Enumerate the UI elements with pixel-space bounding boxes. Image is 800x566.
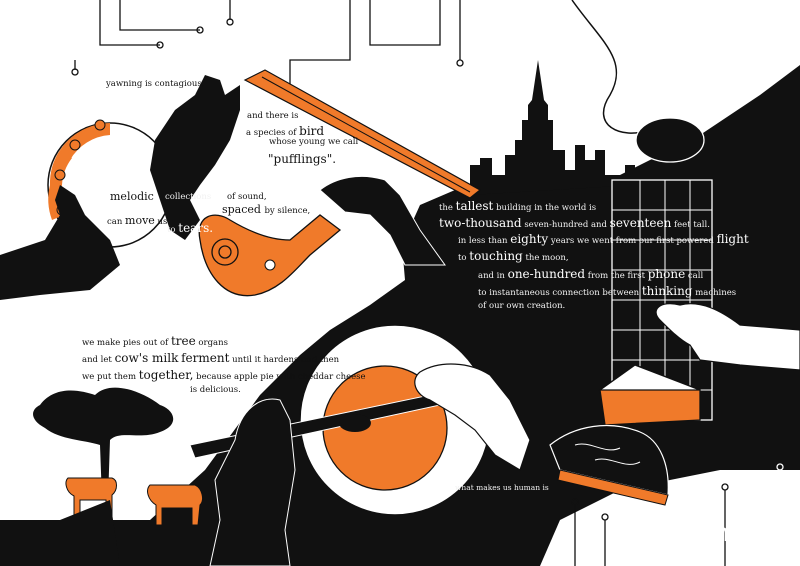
text-together: together,	[138, 368, 194, 382]
text-call: call	[687, 271, 704, 281]
text-moon-line: to touching the moon,	[458, 250, 569, 263]
text-tallest: tallest	[455, 199, 494, 213]
apple-pie-slice	[549, 425, 669, 506]
text-can-move-us: can move us	[107, 215, 167, 227]
text-bird-2: a species of bird	[246, 125, 324, 138]
text-own-creation: of our own creation.	[478, 301, 566, 311]
lower-arm	[0, 500, 120, 566]
text-delicious: is delicious.	[190, 385, 241, 395]
bow-hand	[319, 175, 446, 266]
text-seven-hundred: seven-hundred and	[524, 220, 607, 230]
text-ferment: ferment	[181, 351, 230, 365]
text-in-less: in less than	[458, 236, 508, 246]
text-the: the	[439, 203, 453, 213]
text-us: us	[157, 217, 168, 227]
text-spaced: spaced	[222, 203, 261, 216]
text-feet-tall: feet tall.	[674, 220, 710, 230]
text-to-tears: to tears.	[167, 222, 213, 235]
left-hand	[0, 185, 120, 300]
text-flight-line: in less than eighty years we went from o…	[458, 233, 749, 246]
text-cows-milk: cow's milk	[114, 351, 179, 365]
text-tallest-line: the tallest building in the world is	[439, 200, 596, 213]
text-instant: to instantaneous connection between	[478, 288, 640, 298]
computer-mouse	[635, 117, 705, 163]
violin-bow	[243, 69, 482, 199]
text-together-line: we put them together, because apple pie …	[82, 369, 366, 382]
text-move: move	[125, 214, 155, 227]
cows	[65, 477, 203, 526]
text-tree: tree	[170, 334, 196, 348]
text-tears: tears.	[178, 221, 214, 235]
text-collections: collections	[165, 192, 212, 202]
spoon-hand	[209, 398, 296, 566]
text-phone: phone	[647, 267, 686, 281]
raised-hand	[150, 75, 240, 240]
cheese-wedge	[597, 364, 701, 426]
text-human: what makes us human is	[455, 483, 549, 492]
text-bird-keyword: bird	[299, 124, 325, 138]
text-one-hundred: one-hundred	[507, 267, 586, 281]
text-flight: flight	[716, 232, 749, 246]
right-hand-white	[414, 363, 531, 471]
text-from-first: from the first	[587, 271, 646, 281]
text-two-thousand: two-thousand	[439, 216, 522, 230]
tree	[33, 387, 174, 500]
text-thinking-line: to instantaneous connection between thin…	[478, 285, 736, 298]
text-bird-3: whose young we call	[269, 137, 359, 147]
text-yawning-line: yawning is contagious,	[106, 79, 205, 89]
text-pufflings: "pufflings".	[268, 152, 337, 166]
text-building: building in the world is	[496, 203, 597, 213]
text-touching: touching	[469, 249, 523, 263]
text-seventeen: seventeen	[609, 216, 672, 230]
text-pies: we make pies out of	[82, 338, 169, 348]
text-melodic: melodic	[110, 190, 154, 203]
text-bird-1: and there is	[247, 111, 299, 121]
text-phone-line: and in one-hundred from the first phone …	[478, 268, 703, 281]
text-to: to	[167, 225, 176, 235]
violin-scroll	[198, 214, 342, 297]
text-organs: organs	[198, 338, 228, 348]
text-bird-2a: a species of	[246, 128, 297, 138]
text-yawning: yawning is contagious,	[106, 80, 204, 89]
text-eighty: eighty	[510, 232, 549, 246]
text-years: years we went from our first powered	[550, 236, 714, 246]
text-machines: machines	[695, 288, 737, 298]
text-ferment-line: and let cow's milk ferment until it hard…	[82, 352, 339, 365]
text-and-let: and let	[82, 355, 112, 365]
text-thinking: thinking	[641, 284, 693, 298]
text-and-in: and in	[478, 271, 505, 281]
text-the-moon: the moon,	[525, 253, 569, 263]
mouse-cable	[571, 0, 651, 134]
text-because: because apple pie with cheddar cheese	[196, 372, 366, 382]
text-of-sound: of sound,	[227, 192, 267, 202]
text-to-2: to	[458, 253, 467, 263]
text-until: until it hardens and then	[232, 355, 340, 365]
typing-hand	[655, 303, 800, 371]
text-spaced-line: spaced by silence,	[222, 204, 310, 216]
artist-signature: nolanfa	[656, 518, 757, 547]
text-pies-line: we make pies out of tree organs	[82, 335, 228, 348]
city-skyline	[470, 60, 635, 195]
text-by-silence: by silence,	[264, 206, 311, 216]
text-we-put: we put them	[82, 372, 137, 382]
text-height-line: two-thousand seven-hundred and seventeen…	[439, 217, 710, 230]
text-can: can	[107, 217, 123, 227]
